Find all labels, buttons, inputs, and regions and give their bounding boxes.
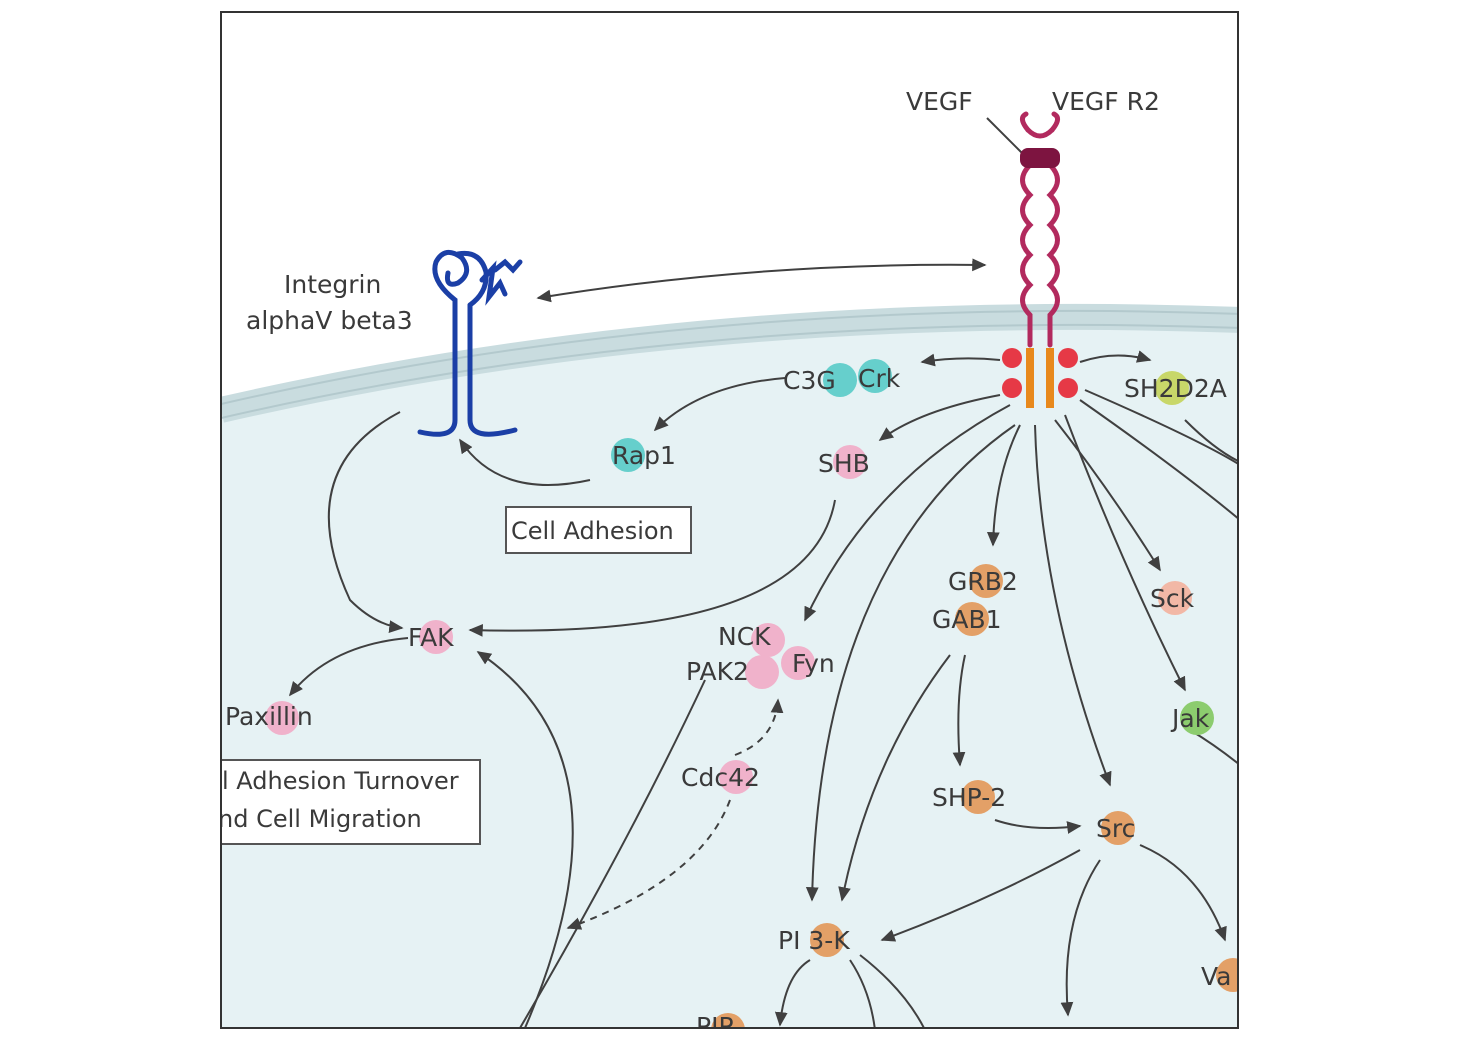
arrow-cdc42-dashed-down (566, 799, 731, 930)
arrow-src-va (1139, 844, 1227, 942)
jak-node (1180, 701, 1214, 735)
arrows (288, 117, 1238, 1028)
sck-node (1158, 581, 1192, 615)
fak-node (419, 620, 453, 654)
cdc42-label: Cdc42 (681, 763, 760, 792)
phospho-icon (1002, 378, 1022, 398)
crk-node (858, 359, 892, 393)
va-node (1216, 958, 1238, 992)
cdc42-node (719, 760, 753, 794)
shp2-label: SHP-2 (932, 783, 1006, 812)
arrow-fak-paxillin (288, 637, 409, 697)
arrow-src-pi3k (880, 849, 1081, 942)
arrow-sh2d2a-offscreen (1184, 419, 1238, 463)
arrow-integrin-vegfr2 (536, 258, 987, 303)
arrow-shb-fak (468, 499, 836, 637)
vegfr2-receptor-icon (1002, 111, 1078, 408)
arrow-vegfr2-pi3k (805, 424, 1016, 902)
diagram-frame-border (220, 11, 1239, 1029)
rap1-label: Rap1 (612, 441, 676, 470)
pip3-label: PIP (696, 1012, 734, 1041)
phospho-icon (1002, 348, 1022, 368)
cell-membrane (221, 303, 1238, 423)
crk-label: Crk (858, 364, 901, 393)
nck-node (751, 623, 785, 657)
arrow-vegfr2-offscreen-1 (1079, 399, 1238, 520)
arrow-vegfr2-sck (1054, 419, 1161, 572)
arrow-gab1-shp2 (952, 654, 966, 767)
grb2-node (969, 564, 1003, 598)
cytoplasm (221, 316, 1238, 1028)
arrow-vegfr2-crk (920, 353, 1001, 367)
integrin-label-1: Integrin (284, 270, 381, 299)
arrow-gab1-pi3k (838, 654, 951, 902)
cell-adhesion-text: Cell Adhesion (511, 517, 674, 545)
arrow-vegfr2-src (1034, 424, 1112, 787)
arrow-vegfr2-nck (804, 404, 1011, 622)
src-label: Src (1096, 814, 1135, 843)
integrin-label-2: alphaV beta3 (246, 306, 413, 335)
turnover-text-2: nd Cell Migration (218, 805, 422, 833)
fyn-node (781, 646, 815, 680)
paxillin-label: Paxillin (225, 702, 313, 731)
adhesion-turnover-box: l Adhesion Turnover nd Cell Migration (218, 759, 481, 845)
fyn-label: Fyn (792, 649, 835, 678)
membrane-inner-line (221, 323, 1238, 419)
cell-adhesion-box: Cell Adhesion (505, 506, 692, 554)
sh2d2a-label: SH2D2A (1124, 374, 1227, 403)
gab1-label: GAB1 (932, 605, 1002, 634)
arrow-pi3k-down-1 (849, 959, 876, 1028)
arrow-rap1-integrin (459, 438, 591, 486)
kinase-domain-left (1026, 348, 1034, 408)
pip3-node (711, 1013, 745, 1028)
arrow-src-down (1060, 859, 1101, 1017)
rap1-node (611, 438, 645, 472)
shb-label: SHB (818, 449, 870, 478)
arrow-pak2-down (519, 679, 706, 1028)
arrow-vegfr2-offscreen-2 (1084, 389, 1238, 465)
grb2-label: GRB2 (948, 567, 1018, 596)
fak-label: FAK (408, 623, 454, 652)
c3g-node (823, 363, 857, 397)
arrow-vegfr2-sh2d2a (1079, 350, 1152, 363)
arrow-integrin-fak (327, 411, 404, 633)
jak-label: Jak (1170, 704, 1210, 733)
vegf-ligand-icon (1020, 148, 1060, 168)
phospho-icon (1058, 378, 1078, 398)
vegfr2-label: VEGF R2 (1052, 87, 1160, 116)
sck-label: Sck (1150, 584, 1195, 613)
kinase-domain-right (1046, 348, 1054, 408)
shb-node (833, 445, 867, 479)
labels: VEGF VEGF R2 Integrin alphaV beta3 C3G C… (225, 87, 1231, 1041)
integrin-icon (417, 249, 523, 437)
arrow-cdc42-nck (734, 698, 784, 756)
pak2-node (745, 655, 779, 689)
arrow-vegfr2-grb2 (986, 424, 1021, 547)
paxillin-node (265, 701, 299, 735)
va-label: Va (1201, 962, 1231, 991)
arrow-vegfr2-shb (878, 394, 1001, 441)
membrane-outer-line (221, 309, 1238, 405)
phospho-icon (1058, 348, 1078, 368)
gab1-node (955, 602, 989, 636)
arrow-pi3k-down-2 (859, 954, 926, 1028)
vegf-label: VEGF (906, 87, 973, 116)
turnover-text-1: l Adhesion Turnover (222, 767, 459, 795)
arrow-shp2-src (994, 819, 1082, 834)
c3g-label: C3G (783, 366, 836, 395)
vegf-pointer-line (986, 117, 1023, 154)
pi3k-node (810, 923, 844, 957)
arrow-to-fak (476, 651, 574, 1028)
pi3k-label: PI 3-K (778, 926, 850, 955)
src-node (1101, 811, 1135, 845)
sh2d2a-node (1155, 371, 1189, 405)
arrow-pi3k-pip3 (774, 959, 811, 1027)
pak2-label: PAK2 (686, 657, 749, 686)
arrow-vegfr2-jak (1064, 414, 1186, 692)
shp2-node (961, 780, 995, 814)
nck-label: NCK (718, 622, 771, 651)
nodes (265, 359, 1238, 1028)
arrow-c3g-rap1 (653, 377, 786, 432)
